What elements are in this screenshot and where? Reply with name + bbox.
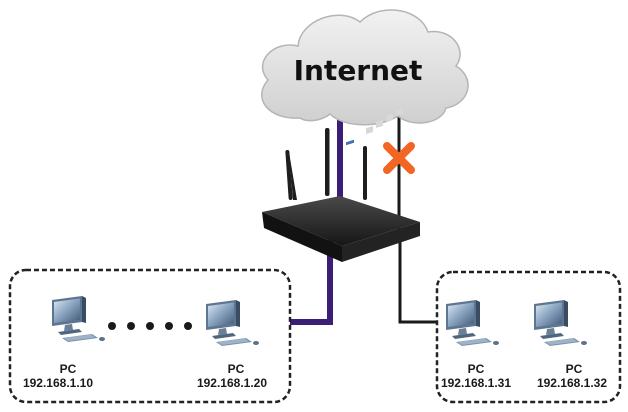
pc-right-2-ip: 192.168.1.32 (537, 376, 607, 390)
pc-right-1: PC 192.168.1.31 (441, 300, 511, 390)
internet-label: Internet (294, 54, 423, 87)
pc-left-2-ip: 192.168.1.20 (197, 376, 267, 390)
pc-right-1-label: PC (468, 362, 485, 376)
pc-right-2: PC 192.168.1.32 (534, 300, 607, 390)
desktop-pc-icon (534, 300, 587, 346)
cloud-icon (261, 9, 469, 126)
pc-right-1-ip: 192.168.1.31 (441, 376, 511, 390)
left-lan-link (290, 240, 333, 325)
right-lan-group: PC 192.168.1.31 PC 192.168.1.32 (435, 270, 622, 404)
left-group-border (8, 268, 292, 404)
pc-left-2-label: PC (228, 362, 245, 376)
pc-ellipsis (108, 322, 192, 330)
desktop-pc-icon (206, 300, 259, 346)
router-ports (366, 107, 403, 135)
desktop-pc-icon (52, 296, 105, 342)
pc-left-1-label: PC (60, 362, 77, 376)
desktop-pc-icon (446, 300, 499, 346)
left-lan-group: PC 192.168.1.10 PC 192.168.1.20 (8, 268, 292, 404)
right-group-border (435, 270, 622, 404)
pc-left-2: PC 192.168.1.20 (197, 300, 267, 390)
blocked-x-icon (383, 142, 415, 174)
pc-left-1-ip: 192.168.1.10 (23, 376, 93, 390)
router-icon (262, 107, 420, 262)
pc-right-2-label: PC (566, 362, 583, 376)
connections (290, 105, 437, 325)
internet-cloud: Internet (261, 9, 469, 126)
pc-left-1: PC 192.168.1.10 (23, 296, 105, 390)
right-lan-link (398, 238, 437, 324)
